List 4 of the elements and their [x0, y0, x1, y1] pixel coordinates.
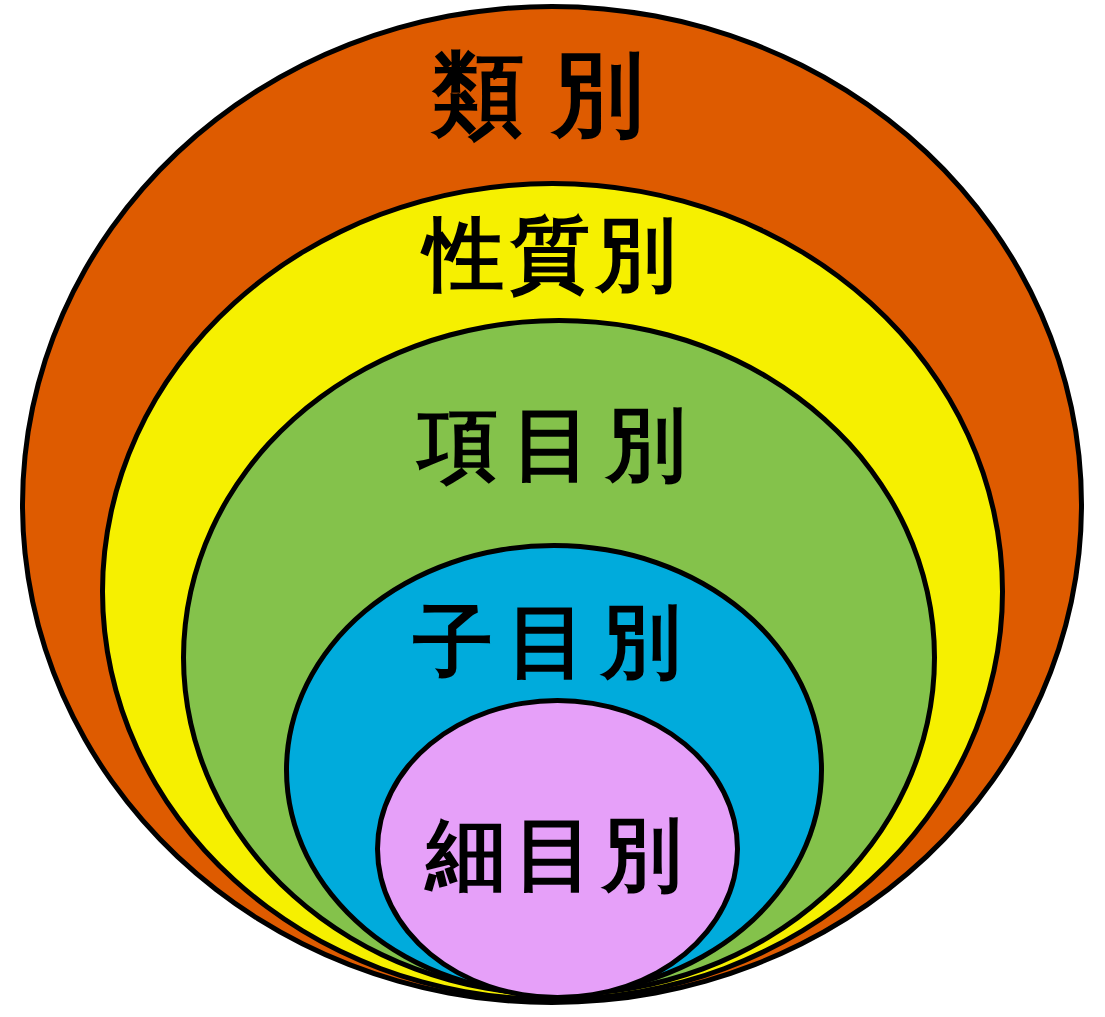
level-label: 細目別 [425, 815, 690, 895]
level-label: 類別 [432, 49, 672, 141]
level-label: 子目別 [413, 602, 695, 682]
level-label: 項目別 [418, 405, 700, 485]
